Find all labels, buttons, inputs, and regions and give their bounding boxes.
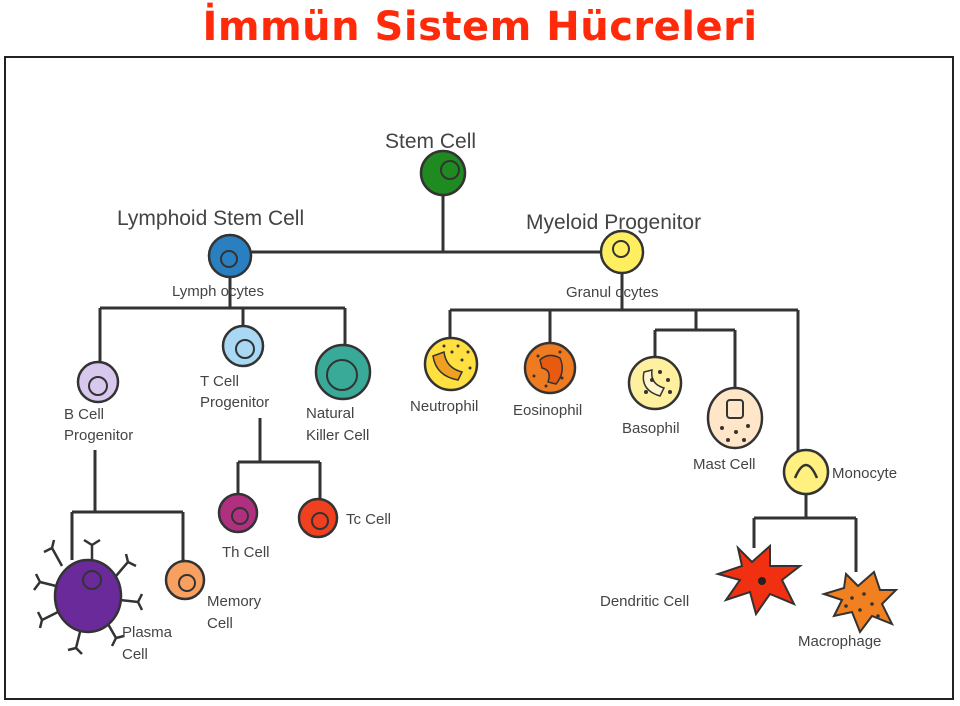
memory-cell-label-line1: Memory bbox=[207, 593, 262, 610]
plasma-cell-label-line1: Plasma bbox=[122, 624, 173, 641]
lymphoid-stem-cell-node: Lymphoid Stem Cell Lymph ocytes bbox=[117, 207, 304, 300]
nk-cell-icon bbox=[314, 343, 372, 401]
monocyte-label: Monocyte bbox=[832, 465, 897, 482]
plasma-cell-node: Plasma Cell bbox=[33, 538, 173, 663]
dendritic-cell-node: Dendritic Cell bbox=[600, 543, 803, 617]
b-cell-label-line2: Progenitor bbox=[64, 427, 133, 444]
plasma-cell-icon bbox=[53, 558, 123, 634]
stem-cell-node: Stem Cell bbox=[385, 130, 476, 197]
basophil-node: Basophil bbox=[622, 355, 683, 437]
mast-cell-label: Mast Cell bbox=[693, 456, 756, 473]
macrophage-node: Macrophage bbox=[798, 570, 899, 650]
macrophage-label: Macrophage bbox=[798, 633, 881, 650]
t-cell-label-line2: Progenitor bbox=[200, 394, 269, 411]
nk-cell-label-line1: Natural bbox=[306, 405, 354, 422]
lymphocytes-label: Lymph ocytes bbox=[172, 283, 264, 300]
th-cell-label: Th Cell bbox=[222, 544, 270, 561]
lymphoid-stem-cell-label: Lymphoid Stem Cell bbox=[117, 207, 304, 230]
basophil-label: Basophil bbox=[622, 420, 680, 437]
lymphoid-cell-icon bbox=[207, 233, 253, 279]
b-cell-progenitor-node: B Cell Progenitor bbox=[64, 360, 133, 444]
myeloid-progenitor-node: Myeloid Progenitor Granul ocytes bbox=[526, 211, 701, 301]
tc-cell-node: Tc Cell bbox=[297, 497, 391, 539]
plasma-cell-label-line2: Cell bbox=[122, 646, 148, 663]
memory-cell-icon bbox=[164, 559, 206, 601]
natural-killer-cell-node: Natural Killer Cell bbox=[306, 343, 372, 444]
granulocytes-label: Granul ocytes bbox=[566, 284, 659, 301]
page-title: İmmün Sistem Hücreleri bbox=[202, 4, 758, 50]
th-cell-icon bbox=[217, 492, 259, 534]
lineage-connectors bbox=[70, 196, 858, 572]
t-cell-progenitor-node: T Cell Progenitor bbox=[200, 324, 269, 411]
diagram-frame bbox=[4, 56, 954, 700]
b-cell-label-line1: B Cell bbox=[64, 406, 104, 423]
stem-cell-label: Stem Cell bbox=[385, 130, 476, 153]
eosinophil-label: Eosinophil bbox=[513, 402, 582, 419]
monocyte-icon bbox=[782, 448, 830, 496]
memory-cell-label-line2: Cell bbox=[207, 615, 233, 632]
memory-cell-node: Memory Cell bbox=[164, 559, 262, 632]
myeloid-progenitor-label: Myeloid Progenitor bbox=[526, 211, 701, 234]
tc-cell-label: Tc Cell bbox=[346, 511, 391, 528]
t-cell-icon bbox=[221, 324, 265, 368]
neutrophil-node: Neutrophil bbox=[410, 336, 479, 415]
nk-cell-label-line2: Killer Cell bbox=[306, 427, 369, 444]
b-cell-icon bbox=[76, 360, 120, 404]
macrophage-icon bbox=[820, 570, 899, 635]
mast-cell-node: Mast Cell bbox=[693, 386, 764, 473]
th-cell-node: Th Cell bbox=[217, 492, 270, 561]
neutrophil-label: Neutrophil bbox=[410, 398, 478, 415]
neutrophil-icon bbox=[423, 336, 479, 392]
eosinophil-node: Eosinophil bbox=[513, 341, 582, 419]
myeloid-cell-icon bbox=[599, 229, 645, 275]
tc-cell-icon bbox=[297, 497, 339, 539]
monocyte-node: Monocyte bbox=[782, 448, 897, 496]
t-cell-label-line1: T Cell bbox=[200, 373, 239, 390]
dendritic-cell-label: Dendritic Cell bbox=[600, 593, 689, 610]
